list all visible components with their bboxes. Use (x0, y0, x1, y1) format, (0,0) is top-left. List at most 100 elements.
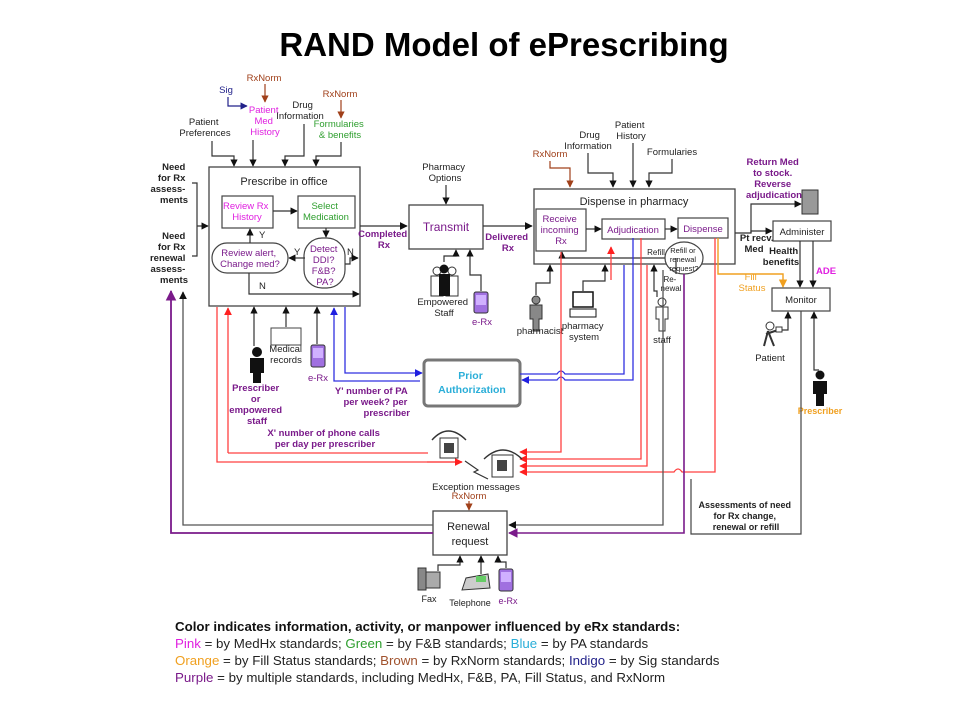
administer-label: Administer (780, 227, 825, 238)
fax-label: Fax (421, 594, 437, 604)
pharmacy-system-arrow (582, 264, 609, 291)
yes-label-1: Y (259, 230, 266, 241)
rxnorm-label-2: RxNorm (323, 89, 358, 100)
prescribe-in-office-box: Prescribe in office Review Rx History Se… (208, 166, 361, 307)
legend-color-purple: Purple (175, 670, 214, 685)
receive-incoming-rx-box (535, 208, 587, 252)
pharmacy-options-label: Pharmacy Options (422, 162, 467, 184)
red-arrow-pharmacy-phone (519, 265, 648, 470)
patient-med-history-label: Patient Med History (249, 105, 281, 138)
delivered-rx-label: Delivered Rx (485, 232, 530, 254)
completed-rx-label: Completed Rx (358, 229, 410, 251)
fax-icon (417, 567, 441, 591)
no-label-1: N (347, 247, 354, 258)
ade-label: ADE (816, 266, 836, 277)
exception-rxnorm-label: RxNorm (452, 491, 487, 502)
svg-text:Review alert, Change med: Review alert, Change med? (220, 248, 280, 270)
x-phone-calls-note: X' number of phone calls per day per pre… (267, 428, 382, 450)
review-rx-history-box (221, 195, 274, 229)
transmit-box (408, 204, 484, 250)
svg-text:Dispense: Dispense (683, 224, 723, 235)
no-label-2: N (259, 281, 266, 292)
legend-color-orange: Orange (175, 653, 220, 668)
legend-color-pink: Pink (175, 636, 201, 651)
drug-information-pharmacy-label: Drug Information (564, 130, 612, 152)
svg-text:Detect DDI? F&B?: Detect DDI? F&B? PA? (310, 244, 340, 288)
medical-records-label: Medical records (269, 344, 304, 366)
staff-arrow (650, 264, 658, 297)
pharmacist-arrow (535, 264, 554, 295)
pt-recv-med-label: Pt recv. Med (740, 233, 776, 255)
yes-label-2: Y (294, 247, 301, 258)
formularies-benefits-label: Formularies & benefits (314, 119, 367, 141)
prescriber-icon-left (250, 347, 264, 383)
administer-box (772, 220, 832, 242)
assessments-label: Assessments of need for Rx change, renew… (698, 500, 793, 532)
fill-status-arrow (717, 238, 788, 288)
patient-history-label: Patient History (615, 120, 647, 142)
pharmacy-system-label: pharmacy system (562, 321, 606, 343)
red-arrow-adjudication-phone (519, 238, 642, 463)
red-arrow-receive-phone (519, 252, 562, 456)
medical-records-icon (270, 327, 302, 346)
diagram-title: RAND Model of ePrescribing (279, 26, 728, 63)
telephone-label: Telephone (449, 598, 491, 608)
staff-label: staff (653, 335, 671, 346)
legend-description: = by Sig standards (605, 653, 720, 668)
phone-connection-icon (464, 460, 489, 480)
pharmacist-icon (529, 295, 543, 332)
pharmacy-stock-icon (801, 189, 819, 215)
prescriber-monitor-arrow (810, 311, 819, 371)
prescriber-icon-right (813, 370, 827, 406)
staff-icon (655, 297, 669, 332)
prescriber-right-label: Prescriber (798, 406, 843, 416)
erx-renewal-arrow (494, 555, 507, 568)
legend-description: = by multiple standards, including MedHx… (213, 670, 666, 685)
legend-header: Color indicates information, activity, o… (175, 619, 681, 634)
y-pa-note: Y' number of PA per week? per prescriber (335, 386, 410, 419)
svg-text:Select Medication: Select Medication (303, 201, 349, 223)
renewal-to-need-gray-arrow (179, 291, 433, 526)
legend-line-3: Purple = by multiple standards, includin… (175, 669, 719, 686)
legend-description: = by RxNorm standards; (417, 653, 569, 668)
telephone-icon (461, 573, 491, 591)
svg-text:Refill or renewal: Refill or renewal request? (669, 246, 698, 273)
legend-description: = by F&B standards; (382, 636, 511, 651)
dispense-in-pharmacy-box: Dispense in pharmacy Receive incoming Rx… (533, 188, 736, 275)
pa-request-arrow (344, 307, 423, 377)
phone-icon-2 (483, 449, 523, 478)
monitor-label: Monitor (785, 295, 817, 306)
sig-arrow (227, 97, 248, 110)
legend-description: = by PA standards (537, 636, 649, 651)
drug-information-label: Drug Information (276, 100, 324, 122)
patient-preferences-label: Patient Preferences (179, 117, 230, 139)
red-arrow-dispense-phone (519, 238, 716, 476)
erx-prescribe-label: e-Rx (308, 373, 328, 384)
assessments-line (690, 311, 802, 535)
erx-device-icon-transmit (473, 291, 489, 314)
pa-response-arrow-prescriber (330, 307, 420, 382)
svg-text:Receive incoming R: Receive incoming Rx (541, 214, 582, 247)
formularies-pharmacy-label: Formularies (647, 147, 697, 158)
patient-label: Patient (755, 353, 785, 364)
erx-device-icon-prescribe (310, 344, 326, 368)
pharmacy-system-icon (569, 291, 597, 318)
legend-color-brown: Brown (380, 653, 418, 668)
legend-line-1: Pink = by MedHx standards; Green = by F&… (175, 635, 719, 652)
erx-transmit-arrow (466, 249, 482, 291)
pharmacist-label: pharmacist (517, 326, 564, 337)
fill-status-label: Fill Status (739, 272, 766, 294)
renewal-gray-arrow (508, 270, 664, 529)
legend-color-blue: Blue (510, 636, 538, 651)
rxnorm-pharmacy-arrow (549, 161, 574, 188)
svg-text:Review Rx History: Review Rx History (223, 201, 271, 223)
need-rx-renewal-label: Need for Rx renewal assess- ments (150, 231, 188, 286)
renewal-purple-arrow (508, 274, 685, 538)
legend-description: = by Fill Status standards; (219, 653, 381, 668)
return-med-label: Return Med to stock. Reverse adjudicatio… (746, 157, 802, 201)
prior-authorization-box (422, 358, 522, 408)
legend-description: = by MedHx standards; (200, 636, 346, 651)
patient-icon (763, 321, 783, 347)
sig-label: Sig (219, 85, 233, 96)
